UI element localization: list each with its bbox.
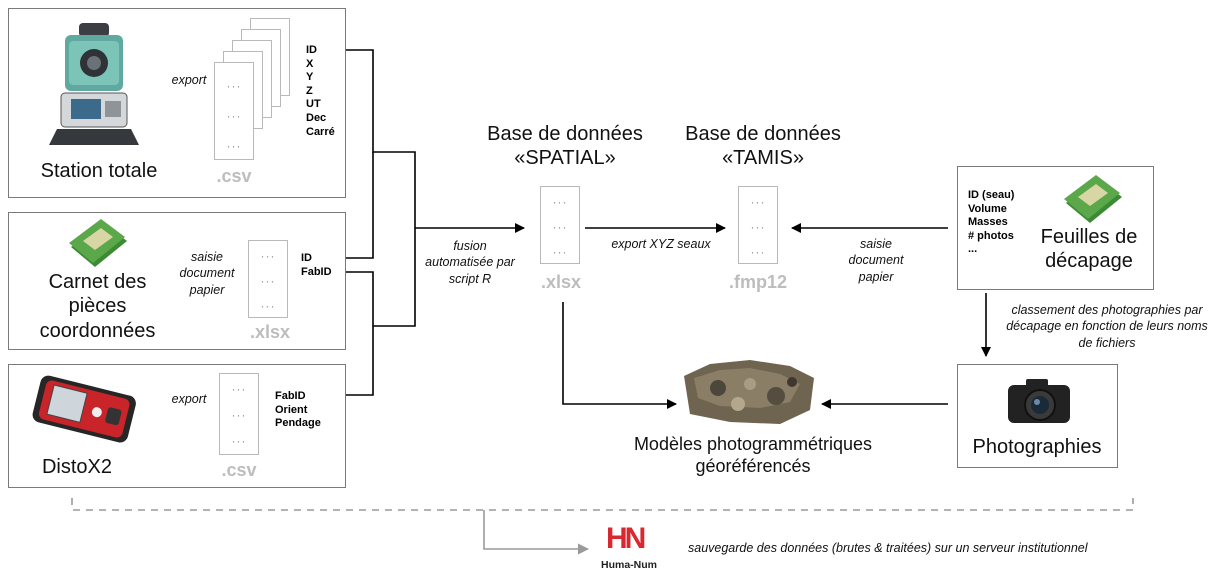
xlsx-doc-spatial: ··· ··· ···	[540, 186, 580, 264]
station-fields: ID X Y Z UT Dec Carré	[306, 44, 335, 139]
camera-icon	[1008, 379, 1070, 423]
export-label-station: export	[171, 73, 207, 87]
total-station-box: Station totale export	[8, 8, 346, 198]
field-more: ...	[968, 243, 978, 256]
doc-dots: ···	[226, 139, 242, 153]
xlsx-doc-notebook: ··· ··· ···	[248, 240, 288, 318]
sheets-fields: ID (seau) Volume Masses # photos ...	[968, 189, 1014, 257]
entry-label-notebook: saisie document papier	[179, 250, 235, 297]
field-id: ID	[301, 252, 312, 264]
total-station-label: Station totale	[40, 160, 158, 182]
tamis-title: Base de données «TAMIS»	[685, 123, 841, 170]
green-notebook-icon	[1064, 175, 1122, 223]
csv-doc-disto: ··· ··· ···	[219, 373, 259, 455]
export-xyz-label: export XYZ seaux	[611, 237, 711, 251]
doc-dots: ···	[750, 195, 766, 209]
csv-ext-station: .csv	[216, 166, 252, 186]
csv-ext-disto: .csv	[221, 460, 257, 480]
disto-label: DistoX2	[41, 456, 113, 478]
photos-box: Photographies	[957, 364, 1118, 468]
doc-dots: ···	[260, 249, 276, 263]
doc-dots: ···	[552, 195, 568, 209]
field-dec: Dec	[306, 111, 327, 124]
sheets-box: ID (seau) Volume Masses # photos ... Feu…	[957, 166, 1154, 290]
field-id-seau: ID (seau)	[968, 189, 1015, 201]
field-y: Y	[306, 71, 314, 84]
backup-dashed-line	[71, 498, 1134, 511]
doc-dots: ···	[260, 274, 276, 288]
doc-dots: ···	[552, 220, 568, 234]
backup-label: sauvegarde des données (brutes & traitée…	[688, 541, 1088, 555]
field-volume: Volume	[968, 202, 1007, 215]
doc-dots: ···	[750, 245, 766, 259]
disto-fields: FabID Orient Pendage	[275, 390, 321, 431]
entry-label-sheets: saisie document papier	[848, 237, 904, 284]
spatial-title: Base de données «SPATIAL»	[487, 123, 643, 170]
field-carre: Carré	[306, 125, 335, 138]
humanum-logo: HN Huma-Num	[600, 522, 658, 572]
field-orient: Orient	[275, 403, 308, 416]
field-fabid: FabID	[301, 265, 332, 278]
humanum-monogram: HN	[606, 522, 646, 555]
merge-label: fusion automatisée par script R	[425, 239, 515, 286]
field-fabid: FabID	[275, 390, 306, 402]
distox2-device-icon	[32, 375, 136, 443]
sheets-label: Feuilles de décapage	[1040, 226, 1138, 273]
field-id: ID	[306, 44, 317, 56]
photogrammetric-model-image	[684, 360, 814, 424]
fmp12-ext-tamis: .fmp12	[728, 272, 788, 292]
bracket-notebook-fabid	[325, 271, 374, 396]
fmp12-doc-tamis: ··· ··· ···	[738, 186, 778, 264]
green-notebook-icon	[69, 219, 127, 267]
doc-dots: ···	[226, 79, 242, 93]
photos-label: Photographies	[972, 436, 1102, 458]
classify-label: classement des photographies par décapag…	[1006, 303, 1208, 350]
total-station-icon	[49, 23, 139, 145]
bracket-station	[325, 49, 416, 327]
backup-arrow	[483, 510, 589, 555]
xlsx-ext-spatial: .xlsx	[540, 272, 582, 292]
field-z: Z	[306, 84, 313, 97]
xlsx-ext-notebook: .xlsx	[249, 322, 291, 342]
doc-dots: ···	[231, 382, 247, 396]
disto-box: DistoX2 export	[8, 364, 346, 488]
field-pendage: Pendage	[275, 417, 321, 430]
doc-dots: ···	[231, 434, 247, 448]
notebook-label: Carnet des pièces coordonnées	[39, 271, 156, 342]
csv-doc-station: ··· ··· ···	[214, 62, 254, 160]
notebook-box	[8, 212, 346, 350]
notebook-fields: ID FabID	[301, 252, 332, 279]
models-label: Modèles photogrammétriques géoréférencés	[633, 434, 873, 476]
doc-dots: ···	[231, 408, 247, 422]
doc-dots: ···	[260, 299, 276, 313]
spatial-to-models-arrow	[562, 302, 677, 409]
humanum-name: Huma-Num	[600, 559, 657, 571]
field-x: X	[306, 57, 314, 70]
export-label-disto: export	[171, 392, 207, 406]
field-photos: # photos	[968, 229, 1014, 242]
doc-dots: ···	[226, 109, 242, 123]
doc-dots: ···	[750, 220, 766, 234]
doc-dots: ···	[552, 245, 568, 259]
field-ut: UT	[306, 98, 321, 111]
field-masses: Masses	[968, 216, 1008, 229]
